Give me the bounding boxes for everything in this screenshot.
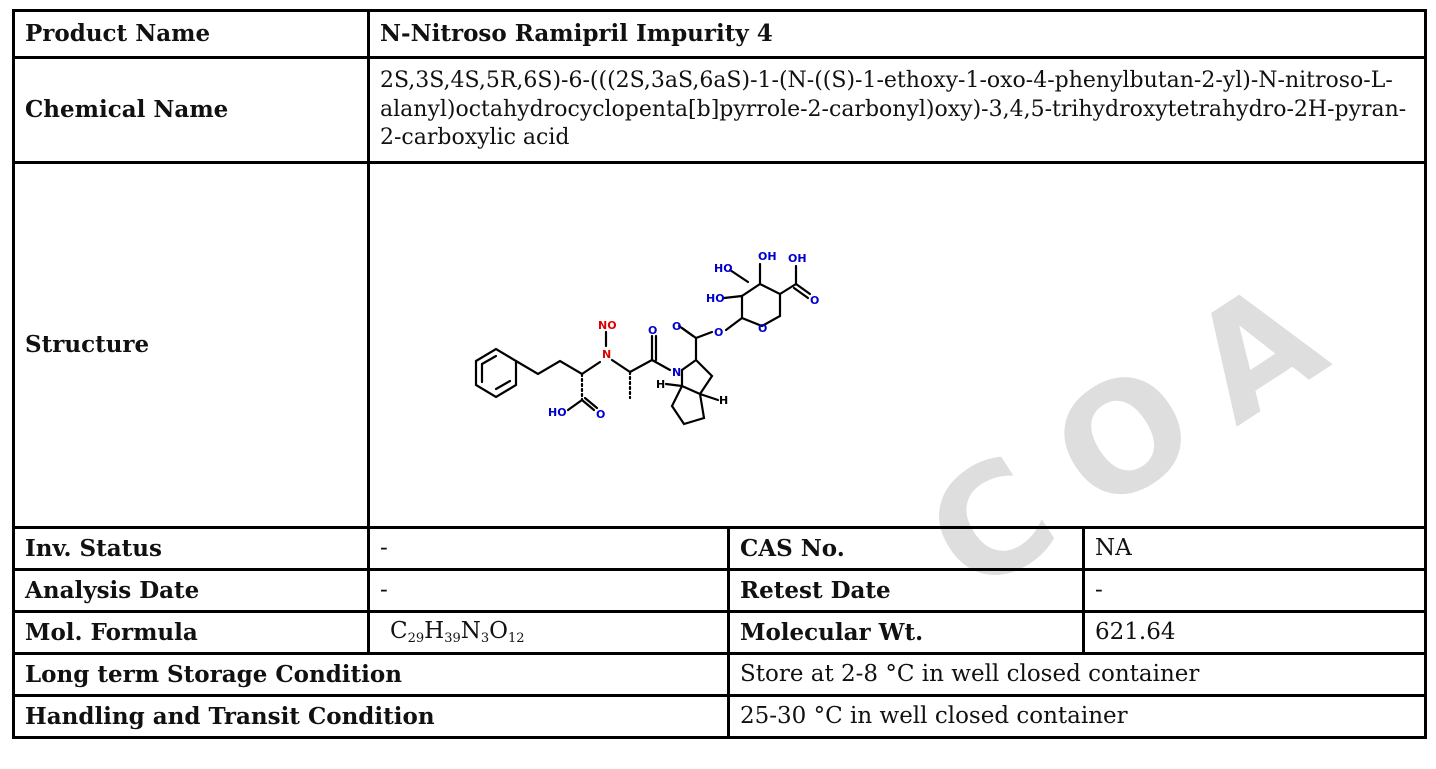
row-product-name: Product Name N-Nitroso Ramipril Impurity…: [12, 9, 1428, 59]
formula-h-count: 39: [444, 631, 461, 647]
structure-bonds: [474, 262, 812, 426]
row-structure: Structure: [12, 161, 1428, 529]
atom-h-right: H: [719, 394, 728, 407]
handling-label: Handling and Transit Condition: [12, 694, 730, 739]
storage-label: Long term Storage Condition: [12, 652, 730, 697]
structure-atom-labels: OH OH HO HO O O O O NO N O N H H HO O: [548, 250, 819, 421]
storage-value: Store at 2-8 °C in well closed container: [726, 652, 1428, 697]
handling-value: 25-30 °C in well closed container: [726, 694, 1428, 739]
retest-date-label: Retest Date: [727, 568, 1085, 613]
atom-oh-top: OH: [758, 250, 777, 263]
analysis-date-value: -: [367, 568, 730, 613]
structure-diagram: OH OH HO HO O O O O NO N O N H H HO O: [474, 250, 819, 426]
inv-status-label: Inv. Status: [12, 526, 370, 571]
formula-o-count: 12: [508, 631, 525, 647]
coa-table: Product Name N-Nitroso Ramipril Impurity…: [12, 9, 1428, 739]
chemical-name-value: 2S,3S,4S,5R,6S)-6-(((2S,3aS,6aS)-1-(N-((…: [366, 56, 1428, 164]
row-inv-status: Inv. Status - CAS No. NA: [12, 526, 1428, 571]
product-name-value: N-Nitroso Ramipril Impurity 4: [366, 9, 1428, 59]
formula-n-count: 3: [480, 631, 490, 647]
product-name-label: Product Name: [12, 9, 370, 59]
cas-no-value: NA: [1081, 526, 1428, 571]
mol-formula-value: C29H39N3O12: [367, 610, 730, 655]
row-storage: Long term Storage Condition Store at 2-8…: [12, 652, 1428, 697]
chemical-name-label: Chemical Name: [12, 56, 370, 164]
inv-status-value: -: [367, 526, 730, 571]
atom-o-carbonyl-acid: O: [810, 294, 819, 307]
molecular-wt-value: 621.64: [1081, 610, 1428, 655]
atom-ho-lower: HO: [706, 292, 725, 305]
atom-n-ring: N: [672, 366, 681, 379]
atom-ho-bottom: HO: [548, 406, 567, 419]
atom-o-bottom: O: [596, 408, 605, 421]
structure-label: Structure: [12, 161, 370, 529]
row-analysis-date: Analysis Date - Retest Date -: [12, 568, 1428, 613]
mol-formula-label: Mol. Formula: [12, 610, 370, 655]
atom-no-group: NO: [598, 319, 617, 332]
structure-cell: OH OH HO HO O O O O NO N O N H H HO O: [366, 161, 1428, 529]
retest-date-value: -: [1081, 568, 1428, 613]
atom-n-nitroso: N: [602, 348, 611, 361]
atom-h-left: H: [656, 378, 665, 391]
row-chemical-name: Chemical Name 2S,3S,4S,5R,6S)-6-(((2S,3a…: [12, 56, 1428, 164]
row-handling: Handling and Transit Condition 25-30 °C …: [12, 694, 1428, 739]
atom-ho-upper: HO: [714, 262, 733, 275]
atom-o-ring: O: [758, 322, 767, 335]
atom-oh-acid: OH: [788, 252, 807, 265]
formula-c-count: 29: [407, 631, 425, 647]
atom-o-amide: O: [648, 324, 657, 337]
atom-o-ester-carbonyl: O: [672, 320, 681, 333]
molecular-wt-label: Molecular Wt.: [727, 610, 1085, 655]
row-mol-formula: Mol. Formula C29H39N3O12 Molecular Wt. 6…: [12, 610, 1428, 655]
analysis-date-label: Analysis Date: [12, 568, 370, 613]
atom-o-ester-link: O: [714, 326, 723, 339]
cas-no-label: CAS No.: [727, 526, 1085, 571]
